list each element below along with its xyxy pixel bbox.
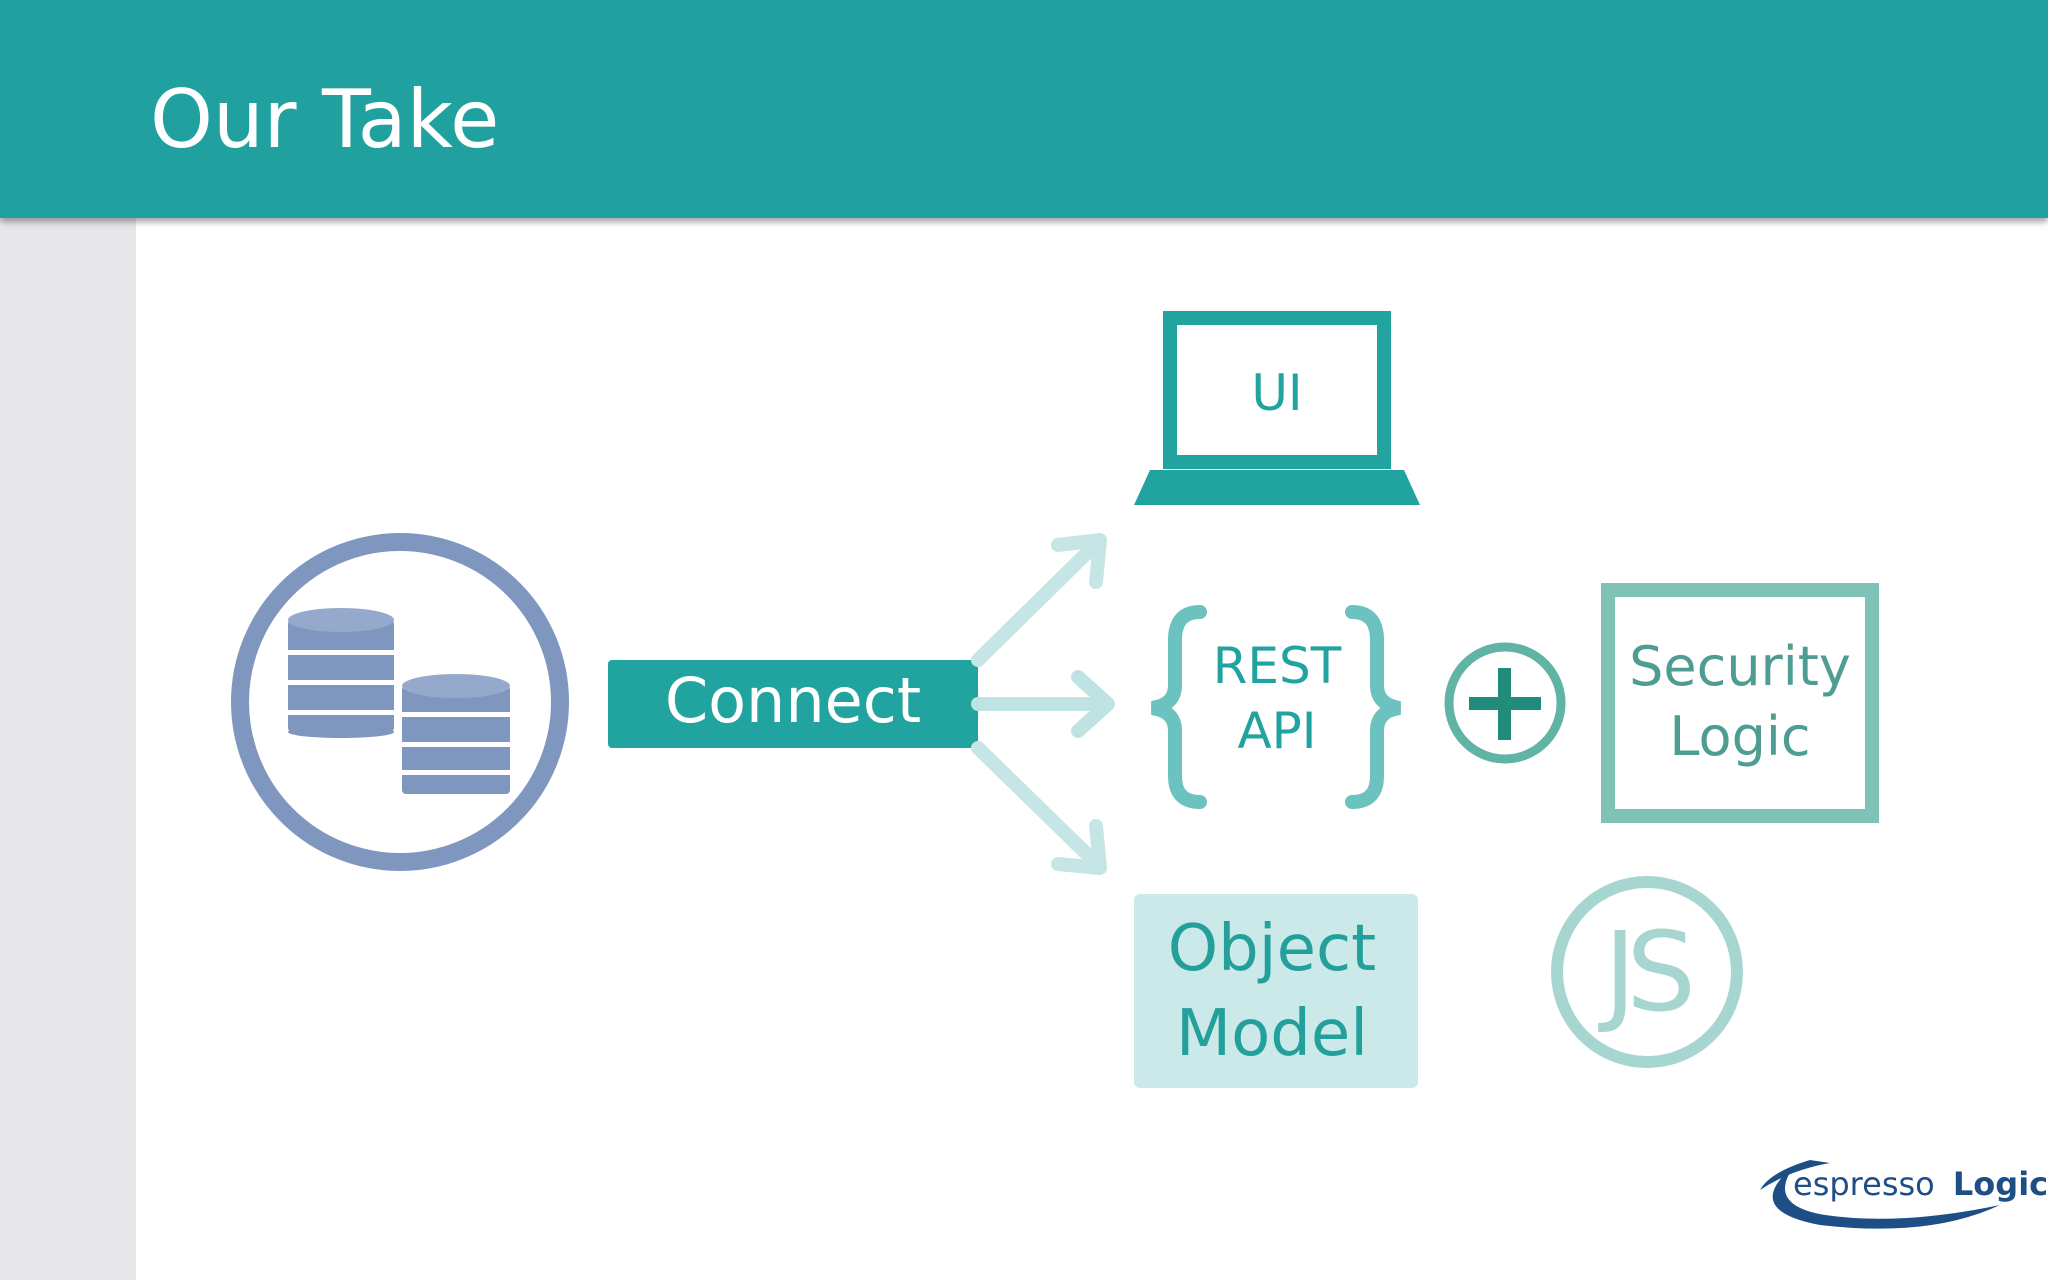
logo-text-espresso: espresso [1793,1165,1935,1203]
rest-label: REST [1213,637,1342,695]
laptop-ui-icon: UI [1134,311,1420,505]
ui-label: UI [1251,364,1302,422]
slide-title: Our Take [150,73,500,166]
object-label: Object [1168,912,1376,986]
rest-api-block: REST API [1150,605,1402,809]
object-model-box: Object Model [1134,894,1418,1088]
database-icon [231,533,569,871]
espresso-logic-logo: espresso Logic [1760,1160,2048,1229]
svg-text:espresso Logic: espresso Logic [1793,1165,2048,1203]
js-label: JS [1598,908,1690,1036]
api-label: API [1237,702,1316,760]
security-logic-box: Security Logic [1601,583,1879,823]
arrow-to-ui [971,533,1107,667]
connect-label: Connect [665,664,921,737]
arrow-to-rest-api [971,670,1115,738]
security-label: Security [1629,635,1851,698]
left-brace-icon [1150,605,1207,809]
logic-label: Logic [1669,705,1810,768]
connect-box: Connect [608,660,978,748]
arrows [971,533,1115,875]
model-label: Model [1176,997,1368,1071]
plus-icon [1444,642,1566,764]
javascript-icon: JS [1551,876,1743,1068]
arrow-to-object-model [971,741,1107,875]
right-brace-icon [1345,605,1402,809]
slide-header: Our Take [0,0,2048,218]
side-strip [0,218,136,1280]
logo-text-logic: Logic [1953,1165,2048,1203]
